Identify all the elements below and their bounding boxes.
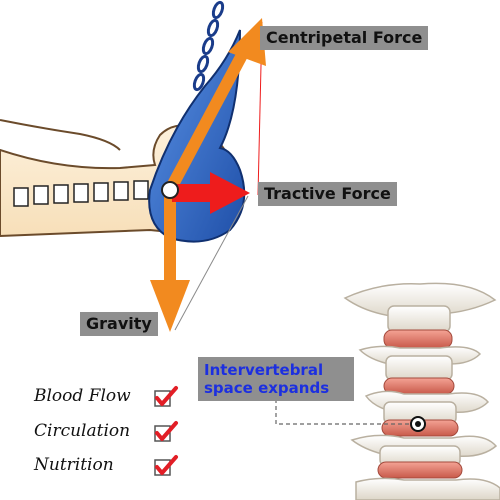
checkbox-checked-icon [154, 386, 178, 407]
intervertebral-callout: Intervertebral space expands [198, 357, 354, 401]
benefit-nutrition: Nutrition [34, 455, 114, 475]
gravity-arrow [150, 195, 190, 332]
checkbox-checked-icon [154, 421, 178, 442]
guide-line-lower [174, 195, 249, 331]
tractive-force-arrow [172, 172, 250, 214]
callout-connector [275, 392, 412, 425]
centripetal-force-arrow [164, 18, 266, 193]
centripetal-force-label: Centripetal Force [260, 26, 429, 50]
tractive-force-label: Tractive Force [258, 182, 397, 206]
checkbox-checked-icon [154, 455, 178, 476]
benefit-circulation: Circulation [34, 421, 131, 441]
callout-target-dot [415, 421, 421, 427]
benefit-blood-flow: Blood Flow [34, 386, 131, 406]
gravity-label: Gravity [80, 312, 158, 336]
spine-icon [343, 282, 500, 500]
pivot-point [161, 181, 179, 199]
hanging-chain-icon [192, 0, 225, 92]
cervical-vertebrae-outline [13, 180, 149, 207]
